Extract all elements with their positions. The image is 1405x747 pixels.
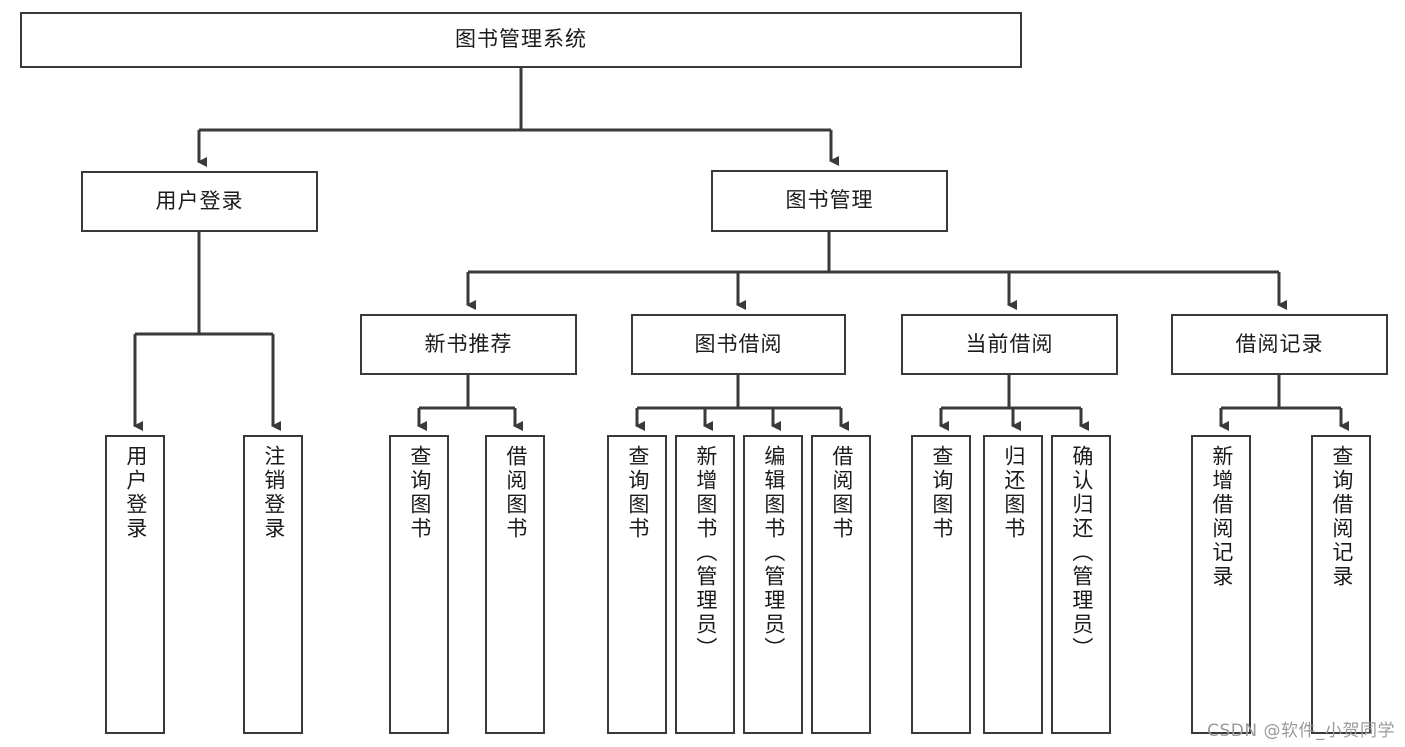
leaf-query-book-1[interactable]: 查询图书 [389, 435, 449, 734]
leaf-logout-label: 注销登录 [261, 445, 286, 541]
node-borrow-record[interactable]: 借阅记录 [1171, 314, 1388, 375]
leaf-query-book-3[interactable]: 查询图书 [911, 435, 971, 734]
leaf-add-book[interactable]: 新增图书（管理员） [675, 435, 735, 734]
leaf-query-record-label: 查询借阅记录 [1329, 445, 1354, 589]
leaf-add-book-label: 新增图书（管理员） [693, 445, 718, 661]
node-user-login-label: 用户登录 [155, 188, 244, 213]
leaf-add-record-label: 新增借阅记录 [1209, 445, 1234, 589]
leaf-edit-book-label: 编辑图书（管理员） [761, 445, 786, 661]
leaf-query-book-2-label: 查询图书 [625, 445, 650, 541]
leaf-borrow-book-2-label: 借阅图书 [829, 445, 854, 541]
leaf-confirm-return[interactable]: 确认归还（管理员） [1051, 435, 1111, 734]
leaf-edit-book[interactable]: 编辑图书（管理员） [743, 435, 803, 734]
node-book-borrow-label: 图书借阅 [694, 331, 783, 356]
leaf-query-book-2[interactable]: 查询图书 [607, 435, 667, 734]
leaf-borrow-book-2[interactable]: 借阅图书 [811, 435, 871, 734]
node-new-book-recommend[interactable]: 新书推荐 [360, 314, 577, 375]
node-book-manage[interactable]: 图书管理 [711, 170, 948, 232]
leaf-confirm-return-label: 确认归还（管理员） [1069, 445, 1094, 661]
node-book-borrow[interactable]: 图书借阅 [631, 314, 846, 375]
leaf-borrow-book-1-label: 借阅图书 [503, 445, 528, 541]
node-book-manage-label: 图书管理 [785, 188, 874, 213]
leaf-user-login-label: 用户登录 [123, 445, 148, 541]
leaf-query-record[interactable]: 查询借阅记录 [1311, 435, 1371, 734]
node-borrow-record-label: 借阅记录 [1235, 331, 1324, 356]
leaf-borrow-book-1[interactable]: 借阅图书 [485, 435, 545, 734]
node-root[interactable]: 图书管理系统 [20, 12, 1022, 68]
node-new-book-recommend-label: 新书推荐 [424, 331, 513, 356]
leaf-return-book-label: 归还图书 [1001, 445, 1026, 541]
leaf-query-book-1-label: 查询图书 [407, 445, 432, 541]
leaf-return-book[interactable]: 归还图书 [983, 435, 1043, 734]
node-root-label: 图书管理系统 [455, 27, 587, 52]
leaf-query-book-3-label: 查询图书 [929, 445, 954, 541]
leaf-user-login[interactable]: 用户登录 [105, 435, 165, 734]
node-current-borrow-label: 当前借阅 [965, 331, 1054, 356]
node-current-borrow[interactable]: 当前借阅 [901, 314, 1118, 375]
node-user-login[interactable]: 用户登录 [81, 171, 318, 232]
leaf-add-record[interactable]: 新增借阅记录 [1191, 435, 1251, 734]
leaf-logout[interactable]: 注销登录 [243, 435, 303, 734]
